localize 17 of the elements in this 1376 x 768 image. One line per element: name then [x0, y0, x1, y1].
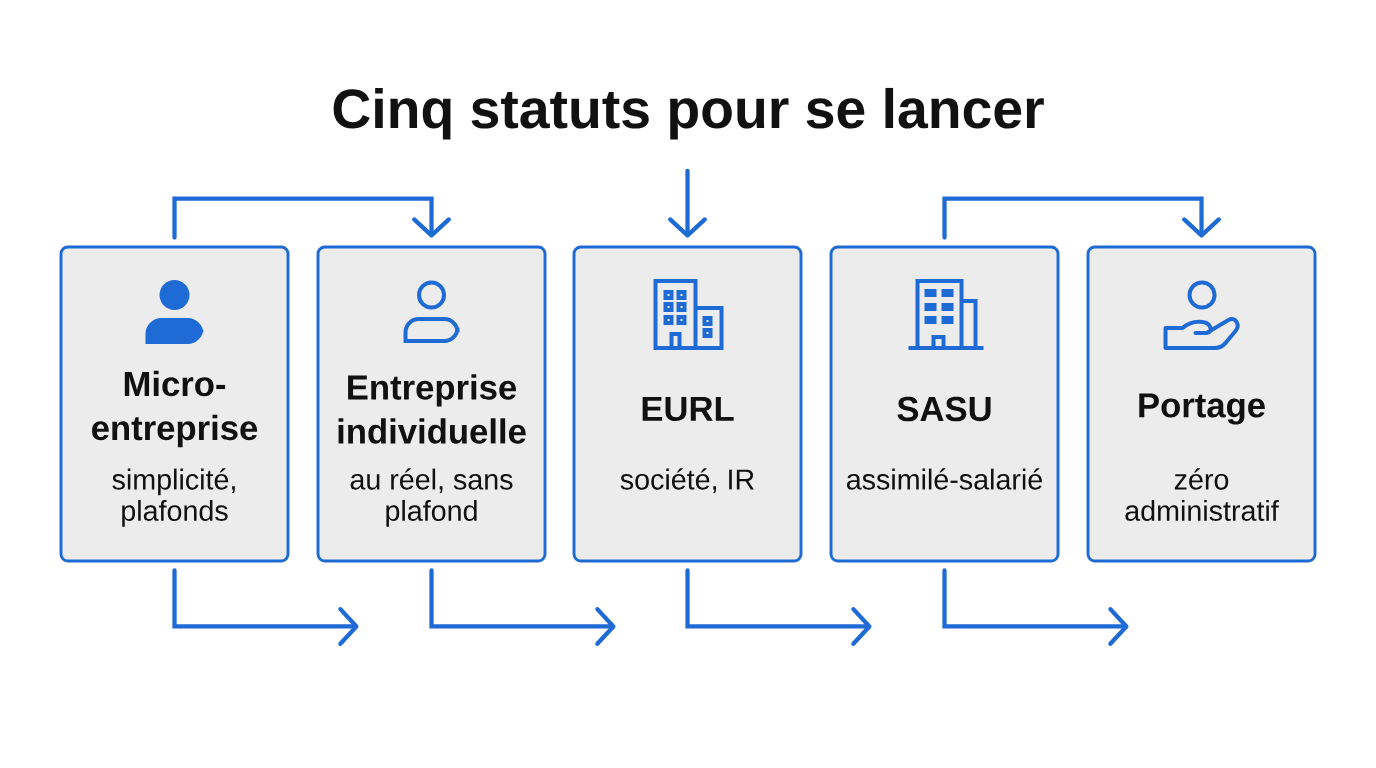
card-description: zéro administratif	[1125, 468, 1279, 521]
title: Cinq statuts pour se lancer	[333, 87, 1044, 140]
card-title: Portage	[1139, 393, 1265, 425]
arrow	[685, 568, 872, 646]
arrow	[172, 568, 359, 646]
card-title: EURL	[642, 396, 734, 422]
arrow	[172, 196, 451, 240]
arrow	[942, 196, 1221, 240]
card-title: Micro- entreprise	[92, 370, 258, 448]
card-description: assimilé-salarié	[846, 468, 1042, 490]
arrow	[429, 568, 616, 646]
card-title: Entreprise individuelle	[338, 374, 526, 444]
card-title: SASU	[897, 396, 991, 422]
card-description: société, IR	[620, 468, 754, 494]
card-description: au réel, sans plafond	[350, 468, 513, 527]
arrow	[942, 568, 1129, 646]
card-description: simplicité, plafonds	[112, 468, 235, 527]
